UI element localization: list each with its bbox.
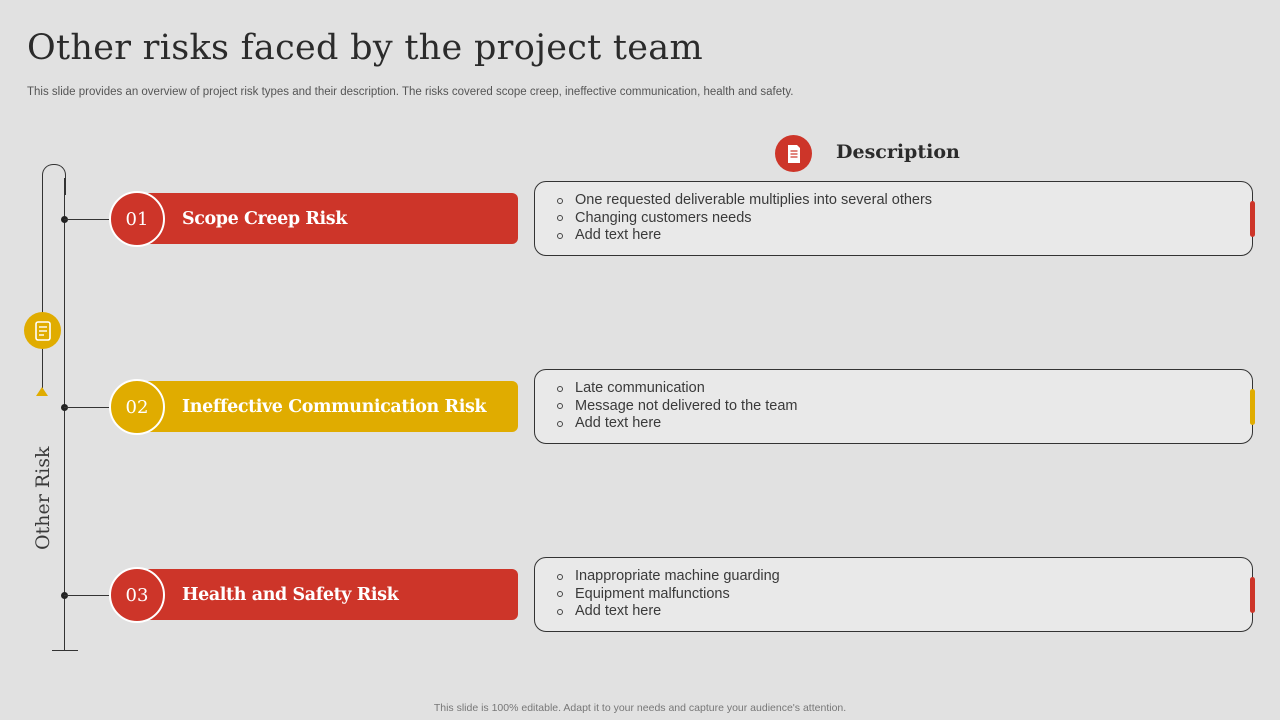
bullet-text: Equipment malfunctions <box>575 585 730 602</box>
list-item: Add text here <box>557 603 1252 621</box>
list-item: Equipment malfunctions <box>557 586 1252 604</box>
rail-line-right <box>64 178 65 650</box>
rail-connector <box>64 595 114 596</box>
rail-line-left <box>42 178 43 388</box>
bullet-text: Changing customers needs <box>575 209 752 226</box>
bullet-text: Add text here <box>575 227 662 244</box>
bullet-text: One requested deliverable multiplies int… <box>575 192 933 208</box>
risk-title: Ineffective Communication Risk <box>182 396 487 417</box>
risk-title: Health and Safety Risk <box>182 584 399 605</box>
bullet-icon <box>557 403 563 410</box>
bullet-icon <box>557 232 563 239</box>
rail-connector <box>64 219 114 220</box>
risk-pill-health-safety: Health and Safety Risk <box>140 569 518 620</box>
description-box-health-safety: Inappropriate machine guarding Equipment… <box>534 557 1255 632</box>
bullet-text: Inappropriate machine guarding <box>575 568 780 584</box>
box-accent-tab <box>1250 201 1255 237</box>
list-item: Inappropriate machine guarding <box>557 568 1252 586</box>
bullet-icon <box>557 420 563 427</box>
risk-title: Scope Creep Risk <box>182 208 347 229</box>
bullet-icon <box>557 573 563 580</box>
risk-pill-ineffective-communication: Ineffective Communication Risk <box>140 381 518 432</box>
bullet-text: Late communication <box>575 380 705 396</box>
list-item: Message not delivered to the team <box>557 398 1252 416</box>
arrow-up-icon <box>36 387 48 396</box>
bullet-icon <box>557 197 563 204</box>
bullet-text: Add text here <box>575 603 662 620</box>
list-item: One requested deliverable multiplies int… <box>557 192 1252 210</box>
slide-subtitle: This slide provides an overview of proje… <box>27 86 794 98</box>
slide-title: Other risks faced by the project team <box>27 28 703 68</box>
checklist-icon <box>24 312 61 349</box>
description-box-scope-creep: One requested deliverable multiplies int… <box>534 181 1255 256</box>
risk-number-badge: 01 <box>109 191 165 247</box>
document-icon <box>775 135 812 172</box>
description-box-ineffective-communication: Late communication Message not delivered… <box>534 369 1255 444</box>
box-accent-tab <box>1250 577 1255 613</box>
description-heading: Description <box>836 141 960 163</box>
other-risk-label: Other Risk <box>32 446 54 550</box>
bullet-icon <box>557 215 563 222</box>
risk-number-badge: 03 <box>109 567 165 623</box>
bullet-icon <box>557 608 563 615</box>
rail-bracket <box>42 164 66 195</box>
bullet-text: Add text here <box>575 415 662 432</box>
bullet-icon <box>557 385 563 392</box>
list-item: Add text here <box>557 415 1252 433</box>
bullet-icon <box>557 591 563 598</box>
risk-pill-scope-creep: Scope Creep Risk <box>140 193 518 244</box>
rail-connector <box>64 407 114 408</box>
bullet-text: Message not delivered to the team <box>575 397 798 414</box>
list-item: Changing customers needs <box>557 210 1252 228</box>
rail-foot <box>52 650 78 651</box>
box-accent-tab <box>1250 389 1255 425</box>
slide-footer: This slide is 100% editable. Adapt it to… <box>433 702 847 714</box>
risk-number-badge: 02 <box>109 379 165 435</box>
list-item: Late communication <box>557 380 1252 398</box>
list-item: Add text here <box>557 227 1252 245</box>
